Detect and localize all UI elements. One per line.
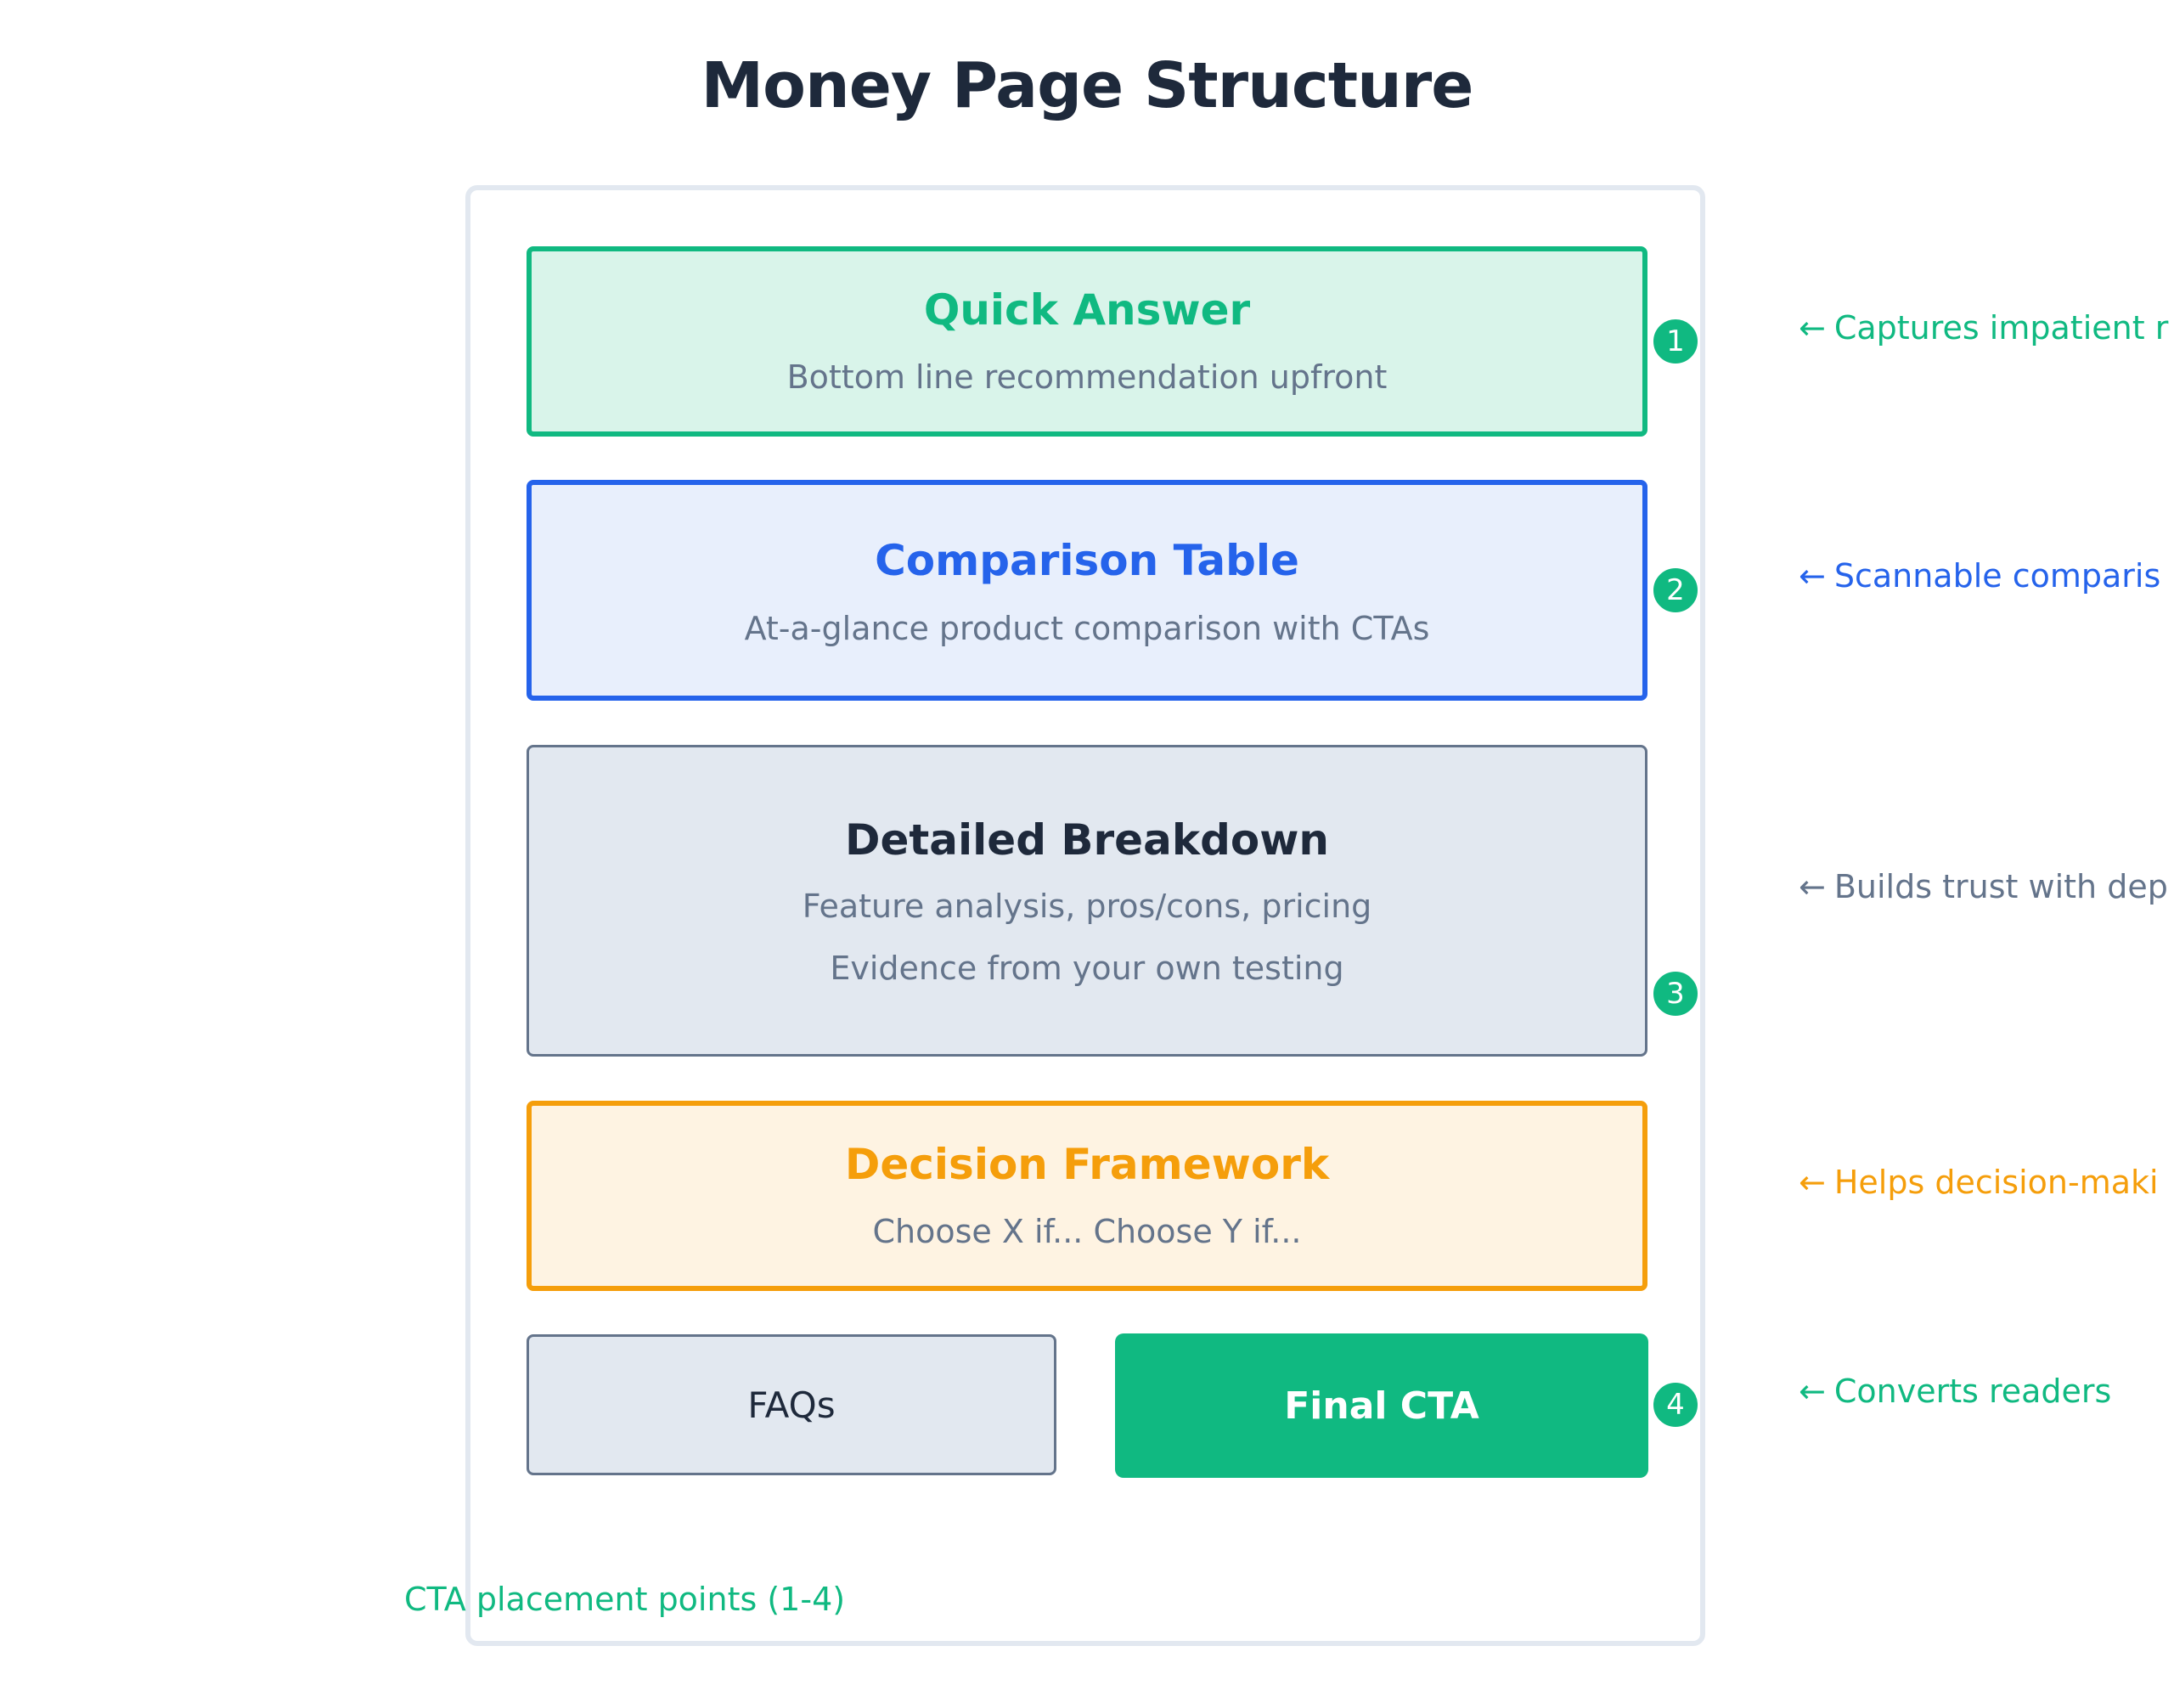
note-final-cta: ←Converts readers bbox=[1799, 1373, 2111, 1410]
arrow-left-icon: ← bbox=[1799, 309, 1826, 347]
note-text: Helps decision-maki bbox=[1833, 1164, 2159, 1201]
section-subtitle: Bottom line recommendation upfront bbox=[786, 358, 1388, 396]
note-quick-answer: ←Captures impatient r bbox=[1799, 309, 2168, 347]
note-comparison-table: ←Scannable comparis bbox=[1799, 557, 2160, 595]
section-subtitle: Evidence from your own testing bbox=[830, 950, 1344, 987]
cta-point-badge-1: 1 bbox=[1651, 317, 1700, 366]
diagram-title: Money Page Structure bbox=[701, 49, 1474, 122]
cta-point-badge-2: 2 bbox=[1651, 566, 1700, 615]
section-subtitle: At-a-glance product comparison with CTAs bbox=[744, 610, 1430, 647]
section-subtitle: Choose X if... Choose Y if... bbox=[872, 1213, 1302, 1250]
note-detailed-breakdown: ←Builds trust with dep bbox=[1799, 868, 2168, 905]
note-text: Builds trust with dep bbox=[1833, 868, 2168, 905]
cta-point-badge-3: 3 bbox=[1651, 969, 1700, 1018]
section-comparison-table: Comparison Table At-a-glance product com… bbox=[527, 480, 1647, 701]
cta-legend: CTA placement points (1-4) bbox=[404, 1581, 846, 1618]
note-text: Captures impatient r bbox=[1833, 309, 2169, 347]
section-detailed-breakdown: Detailed Breakdown Feature analysis, pro… bbox=[527, 745, 1647, 1057]
arrow-left-icon: ← bbox=[1799, 1164, 1826, 1201]
section-subtitle: Feature analysis, pros/cons, pricing bbox=[802, 888, 1372, 925]
cta-point-badge-4: 4 bbox=[1651, 1380, 1700, 1429]
section-title: FAQs bbox=[747, 1384, 836, 1426]
arrow-left-icon: ← bbox=[1799, 868, 1826, 905]
note-decision-framework: ←Helps decision-maki bbox=[1799, 1164, 2159, 1201]
section-faqs: FAQs bbox=[527, 1334, 1056, 1475]
section-title: Comparison Table bbox=[875, 536, 1299, 585]
arrow-left-icon: ← bbox=[1799, 557, 1826, 595]
note-text: Scannable comparis bbox=[1833, 557, 2161, 595]
section-title: Detailed Breakdown bbox=[844, 815, 1330, 865]
section-decision-framework: Decision Framework Choose X if... Choose… bbox=[527, 1101, 1647, 1291]
section-quick-answer: Quick Answer Bottom line recommendation … bbox=[527, 246, 1647, 437]
note-text: Converts readers bbox=[1833, 1373, 2112, 1410]
final-cta-button[interactable]: Final CTA bbox=[1115, 1333, 1648, 1478]
section-title: Quick Answer bbox=[923, 285, 1251, 335]
final-cta-label: Final CTA bbox=[1284, 1384, 1479, 1428]
arrow-left-icon: ← bbox=[1799, 1373, 1826, 1410]
section-title: Decision Framework bbox=[844, 1140, 1330, 1189]
